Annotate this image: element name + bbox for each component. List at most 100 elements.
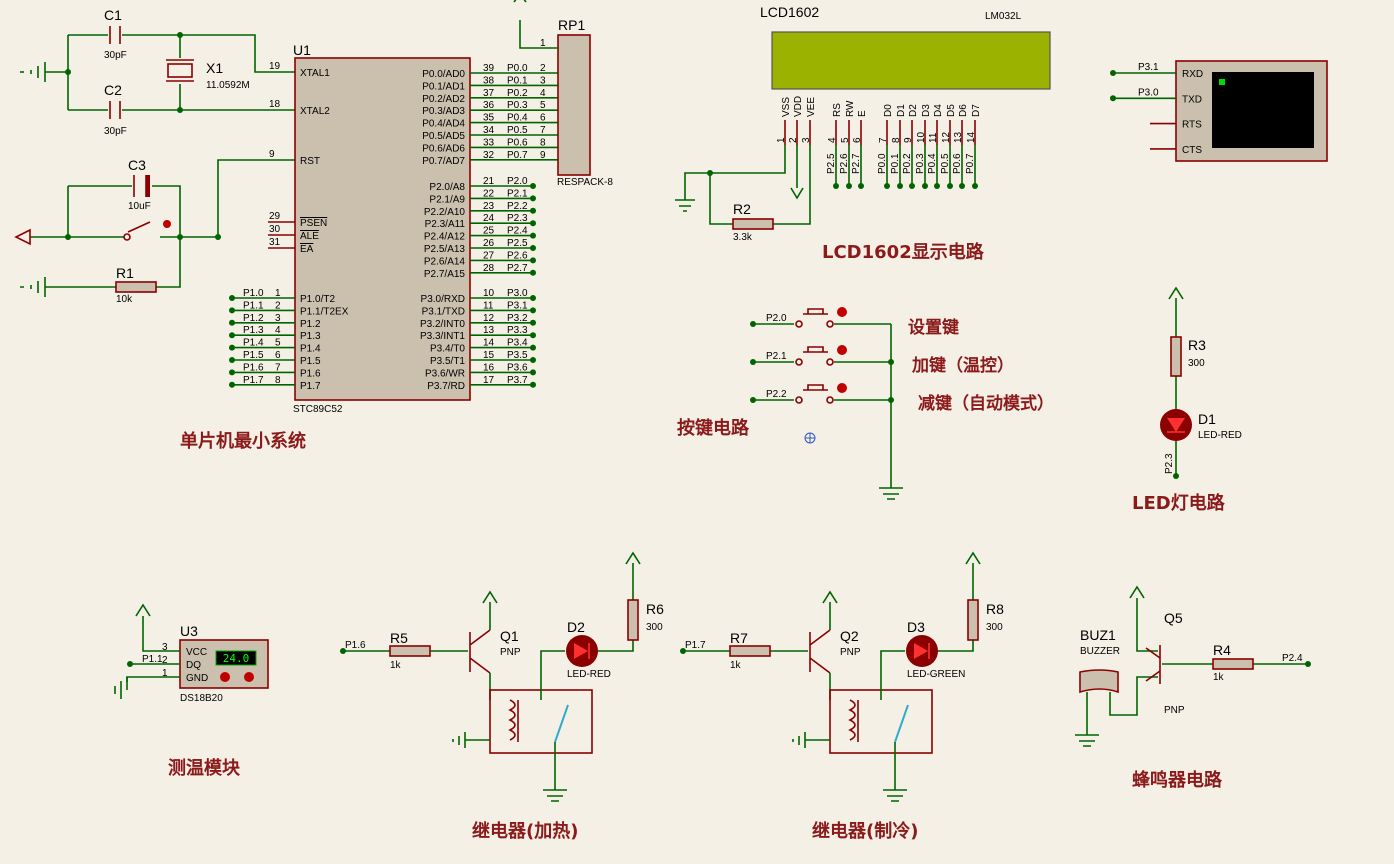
mcu-chip[interactable]: U1 STC89C52 19XTAL118XTAL29RST29PSEN30AL… [229, 42, 558, 415]
net-label: P3.0 [507, 288, 528, 299]
led-circuit: R3 300 D1 LED-RED P2.3 LED灯电路 [1132, 286, 1242, 514]
mcu-minimal-system: C1 30pF C2 30pF X1 11.0592M C3 10uF [14, 0, 613, 452]
d1-ref: D1 [1198, 411, 1216, 427]
led-part: LED-GREEN [907, 669, 965, 680]
ds18b20-pin-num: 3 [162, 642, 168, 653]
resistor-value: 1k [390, 660, 402, 671]
net-label: P0.5 [940, 153, 951, 174]
rp1-pin-num: 9 [540, 150, 546, 161]
mcu-pin-num: 3 [275, 313, 281, 324]
caption-relay-heat: 继电器(加热) [472, 820, 578, 842]
net-label: P3.4 [507, 338, 528, 349]
r3-value: 300 [1188, 358, 1205, 369]
mcu-pin-num: 37 [483, 88, 495, 99]
mcu-pin-num: 7 [275, 362, 281, 373]
mcu-p0-pins: P0.039P0.0/AD0P0.138P0.1/AD1P0.237P0.2/A… [422, 63, 558, 167]
lcd-pin-num: 7 [878, 137, 889, 143]
mcu-pin-num: 22 [483, 188, 495, 199]
ds18b20-net: P1.1 [142, 654, 163, 665]
net-label: P3.1 [507, 300, 528, 311]
lcd-pin-name: D4 [933, 104, 944, 117]
mcu-pin-num: 21 [483, 176, 495, 187]
ds18b20-pin-name: DQ [186, 660, 201, 671]
transistor-ref: Q2 [840, 628, 859, 644]
net-label: P0.6 [507, 137, 528, 148]
mcu-pin-name: P1.3 [300, 331, 321, 342]
key-label: 加键（温控） [911, 355, 1014, 376]
crystal-oscillator: C1 30pF C2 30pF X1 11.0592M [20, 7, 295, 137]
lcd-pin-num: 13 [953, 131, 964, 143]
net-label: P1.7 [243, 375, 264, 386]
lcd-pin-num: 3 [801, 137, 812, 143]
mcu-pin-name: P3.6/WR [425, 368, 465, 379]
resistor-value: 300 [646, 622, 663, 633]
lcd-pin-name: E [857, 110, 868, 117]
reset-circuit: C3 10uF R1 10k [14, 157, 295, 305]
net-label: P2.3 [507, 213, 528, 224]
mcu-pin-name: P1.1/T2EX [300, 306, 349, 317]
net-label: P2.7 [507, 263, 528, 274]
lcd-screen[interactable] [771, 31, 1051, 90]
rp1-pin-num: 5 [540, 100, 546, 111]
mcu-pin-name: EA [300, 244, 314, 255]
net-label: P2.1 [507, 188, 528, 199]
mcu-pin-name: P0.1/AD1 [422, 81, 465, 92]
mcu-pin-name: P2.5/A13 [424, 244, 466, 255]
net-label: P2.5 [507, 238, 528, 249]
lcd-pin-name: D0 [883, 104, 894, 117]
mcu-pin-name: P3.0/RXD [421, 294, 465, 305]
rp1-pin-num: 4 [540, 88, 546, 99]
net-label: P3.5 [507, 350, 528, 361]
net-label: P3.2 [507, 313, 528, 324]
mcu-pin-num: 27 [483, 250, 495, 261]
mcu-pin-name: P0.3/AD3 [422, 106, 465, 117]
transistor-part: PNP [500, 647, 521, 658]
net-label: P0.7 [965, 153, 976, 174]
net-label: P2.2 [766, 389, 787, 400]
r2-value: 3.3k [733, 232, 753, 243]
mcu-pin-name: P2.2/A10 [424, 207, 466, 218]
ds18b20-part: DS18B20 [180, 693, 223, 704]
net-label: P0.2 [902, 153, 913, 174]
net-label: P0.1 [507, 75, 528, 86]
buz1-ref: BUZ1 [1080, 627, 1116, 643]
net-label: P2.2 [507, 201, 528, 212]
x1-value: 11.0592M [206, 80, 250, 91]
lcd-pin-num: 2 [788, 137, 799, 143]
lcd-pin-num: 4 [827, 137, 838, 143]
net-label: P3.3 [507, 325, 528, 336]
net-label: P0.2 [507, 88, 528, 99]
led-ref: D2 [567, 619, 585, 635]
lcd-pin-name: D3 [921, 104, 932, 117]
mcu-pin-name: P2.1/A9 [429, 194, 465, 205]
lcd-pin-name: RS [832, 103, 843, 117]
led-ref: D3 [907, 619, 925, 635]
c2-value: 30pF [104, 126, 127, 137]
q5-ref: Q5 [1164, 610, 1183, 626]
mcu-pin-num: 23 [483, 201, 495, 212]
mcu-pin-num: 36 [483, 100, 495, 111]
mcu-pin-num: 24 [483, 213, 495, 224]
mcu-pin-name: P0.7/AD7 [422, 156, 465, 167]
net-label: P0.7 [507, 150, 528, 161]
net-label: P2.4 [507, 226, 528, 237]
mcu-pin-name: P3.1/TXD [422, 306, 465, 317]
rp1-pin-num: 8 [540, 137, 546, 148]
net-label: P2.1 [766, 351, 787, 362]
mcu-pin-num: 10 [483, 288, 495, 299]
mcu-pin-num: 6 [275, 350, 281, 361]
net-label: P1.1 [243, 300, 264, 311]
caption-lcd: LCD1602显示电路 [822, 241, 985, 263]
r4-ref: R4 [1213, 642, 1231, 658]
q5-part: PNP [1164, 705, 1185, 716]
mcu-pin-num: 32 [483, 150, 495, 161]
caption-relay-cool: 继电器(制冷) [812, 820, 918, 842]
